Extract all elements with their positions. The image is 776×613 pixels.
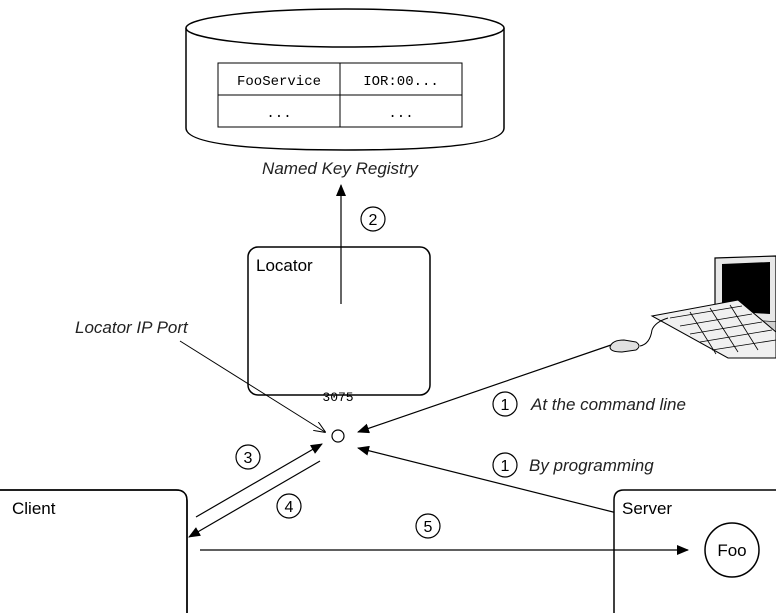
- server-label: Server: [622, 499, 672, 518]
- step-1-programming-text: By programming: [529, 456, 654, 475]
- registry-table: FooService IOR:00... ... ...: [217, 62, 463, 128]
- svg-text:5: 5: [424, 519, 433, 536]
- foo-object-label: Foo: [717, 541, 746, 560]
- foo-object: [704, 522, 760, 578]
- step-1-programming: 1 By programming: [492, 452, 654, 478]
- registry-cell: FooService: [237, 74, 321, 90]
- command-line-arrow: [357, 344, 612, 434]
- svg-text:2: 2: [369, 212, 378, 229]
- registry-cell: ...: [388, 106, 413, 122]
- svg-text:1: 1: [501, 458, 510, 475]
- port-pointer-line: [179, 340, 325, 432]
- step-2-marker: 2: [360, 206, 386, 232]
- programming-arrow: [357, 445, 622, 515]
- registry-caption: Named Key Registry: [262, 159, 419, 178]
- port-caption: Locator IP Port: [75, 318, 189, 337]
- lookup-request-arrow: [195, 443, 323, 518]
- locator-box: Locator: [247, 246, 431, 396]
- step-1-command-line-text: At the command line: [530, 395, 686, 414]
- registry-cell: IOR:00...: [363, 74, 439, 90]
- named-key-registry: FooService IOR:00... ... ... Named Key R…: [185, 8, 505, 178]
- svg-text:3: 3: [244, 450, 253, 467]
- svg-text:1: 1: [501, 397, 510, 414]
- step-5-marker: 5: [415, 513, 441, 539]
- server-box: Server Foo: [613, 489, 776, 613]
- step-3-marker: 3: [235, 444, 261, 470]
- port-node: [331, 429, 345, 443]
- client-box: Client: [0, 489, 188, 613]
- step-4-marker: 4: [276, 493, 302, 519]
- lookup-reply-arrow: [188, 460, 321, 538]
- svg-text:4: 4: [285, 499, 294, 516]
- client-label: Client: [12, 499, 56, 518]
- port-number: 3075: [322, 390, 353, 405]
- step-1-command-line: 1 At the command line: [492, 391, 686, 417]
- locator-label: Locator: [256, 256, 313, 275]
- registry-cell: ...: [266, 106, 291, 122]
- computer-icon: [609, 255, 776, 359]
